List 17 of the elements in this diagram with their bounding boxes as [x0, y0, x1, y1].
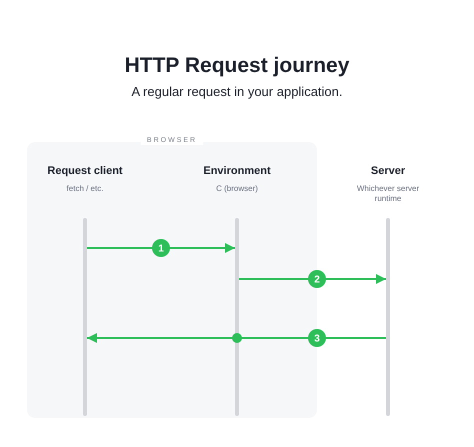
subtitle: A regular request in your application.: [130, 84, 344, 99]
lifeline: [386, 218, 390, 416]
participant-title: Environment: [203, 165, 271, 177]
title: HTTP Request journey: [124, 54, 350, 78]
participant-title: Server: [370, 165, 406, 177]
step-number: 2: [308, 270, 326, 288]
participant-description: fetch / etc.: [66, 184, 104, 194]
participant-description: Whichever server runtime: [356, 184, 420, 204]
message-arrow: [87, 333, 386, 343]
step-number: 1: [152, 239, 170, 257]
message-arrow: [239, 274, 386, 284]
participant-title: Request client: [47, 165, 123, 177]
message-arrow: [87, 243, 235, 253]
lifeline: [235, 218, 239, 416]
participant-description: C (browser): [215, 184, 259, 194]
lifeline: [83, 218, 87, 416]
step-number: 3: [308, 329, 326, 347]
